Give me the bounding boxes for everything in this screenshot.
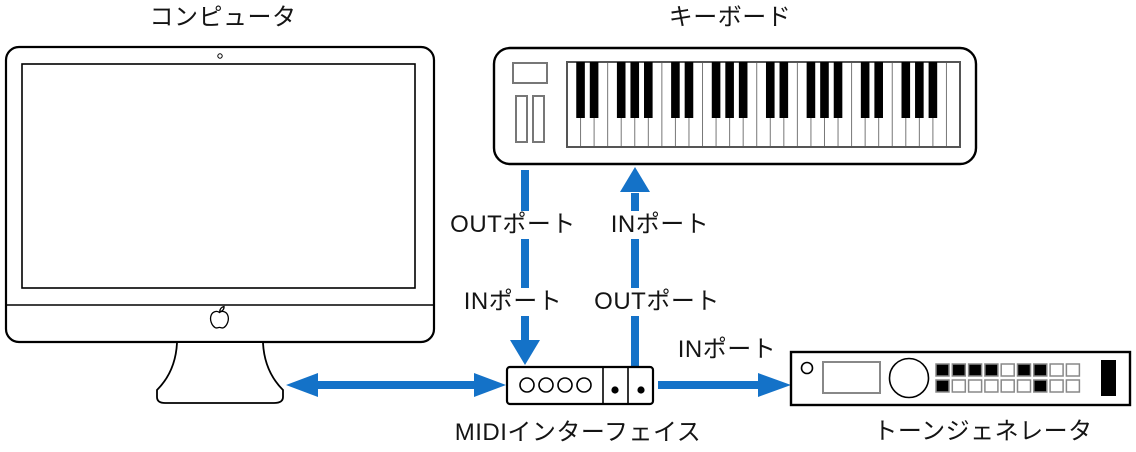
keyboard-label: キーボード	[668, 4, 792, 31]
port-label-keyboard-in: INポート	[607, 211, 713, 239]
computer-screen	[21, 63, 416, 289]
arrow-interface-to-tonegen	[658, 373, 791, 397]
computer-stand	[156, 342, 284, 404]
interface-port-circles	[519, 377, 592, 393]
tonegen-power-led	[800, 361, 814, 375]
arrow-computer-interface	[286, 373, 506, 397]
port-label-keyboard-out: OUTポート	[447, 211, 579, 239]
midi-interface-label: MIDIインターフェイス	[454, 419, 702, 446]
piano-keybed-frame	[566, 61, 961, 148]
piano-keys	[576, 62, 947, 146]
arrow-keyboard-to-interface	[510, 170, 540, 365]
interface-led-1	[611, 386, 619, 394]
tonegen-slot	[1101, 360, 1116, 396]
computer-label: コンピュータ	[149, 4, 297, 31]
interface-led-2	[637, 386, 645, 394]
tonegen-display	[822, 361, 881, 394]
tonegen-knob	[888, 357, 930, 399]
port-label-tonegen-in: INポート	[677, 336, 777, 363]
computer-illustration	[4, 45, 436, 404]
keyboard-illustration	[492, 46, 978, 166]
port-label-interface-out: OUTポート	[591, 288, 723, 316]
arrow-interface-to-keyboard	[620, 167, 650, 366]
tone-generator-label: トーンジェネレータ	[873, 418, 1093, 445]
keyboard-display	[512, 62, 548, 84]
computer-camera-dot	[217, 53, 223, 59]
tone-generator-illustration	[789, 350, 1132, 407]
apple-logo-icon	[209, 305, 230, 329]
tonegen-buttons	[935, 363, 1081, 393]
port-label-interface-in: INポート	[460, 288, 566, 316]
midi-interface-illustration	[505, 365, 655, 406]
pitch-wheel	[515, 95, 528, 143]
mod-wheel	[532, 95, 545, 143]
